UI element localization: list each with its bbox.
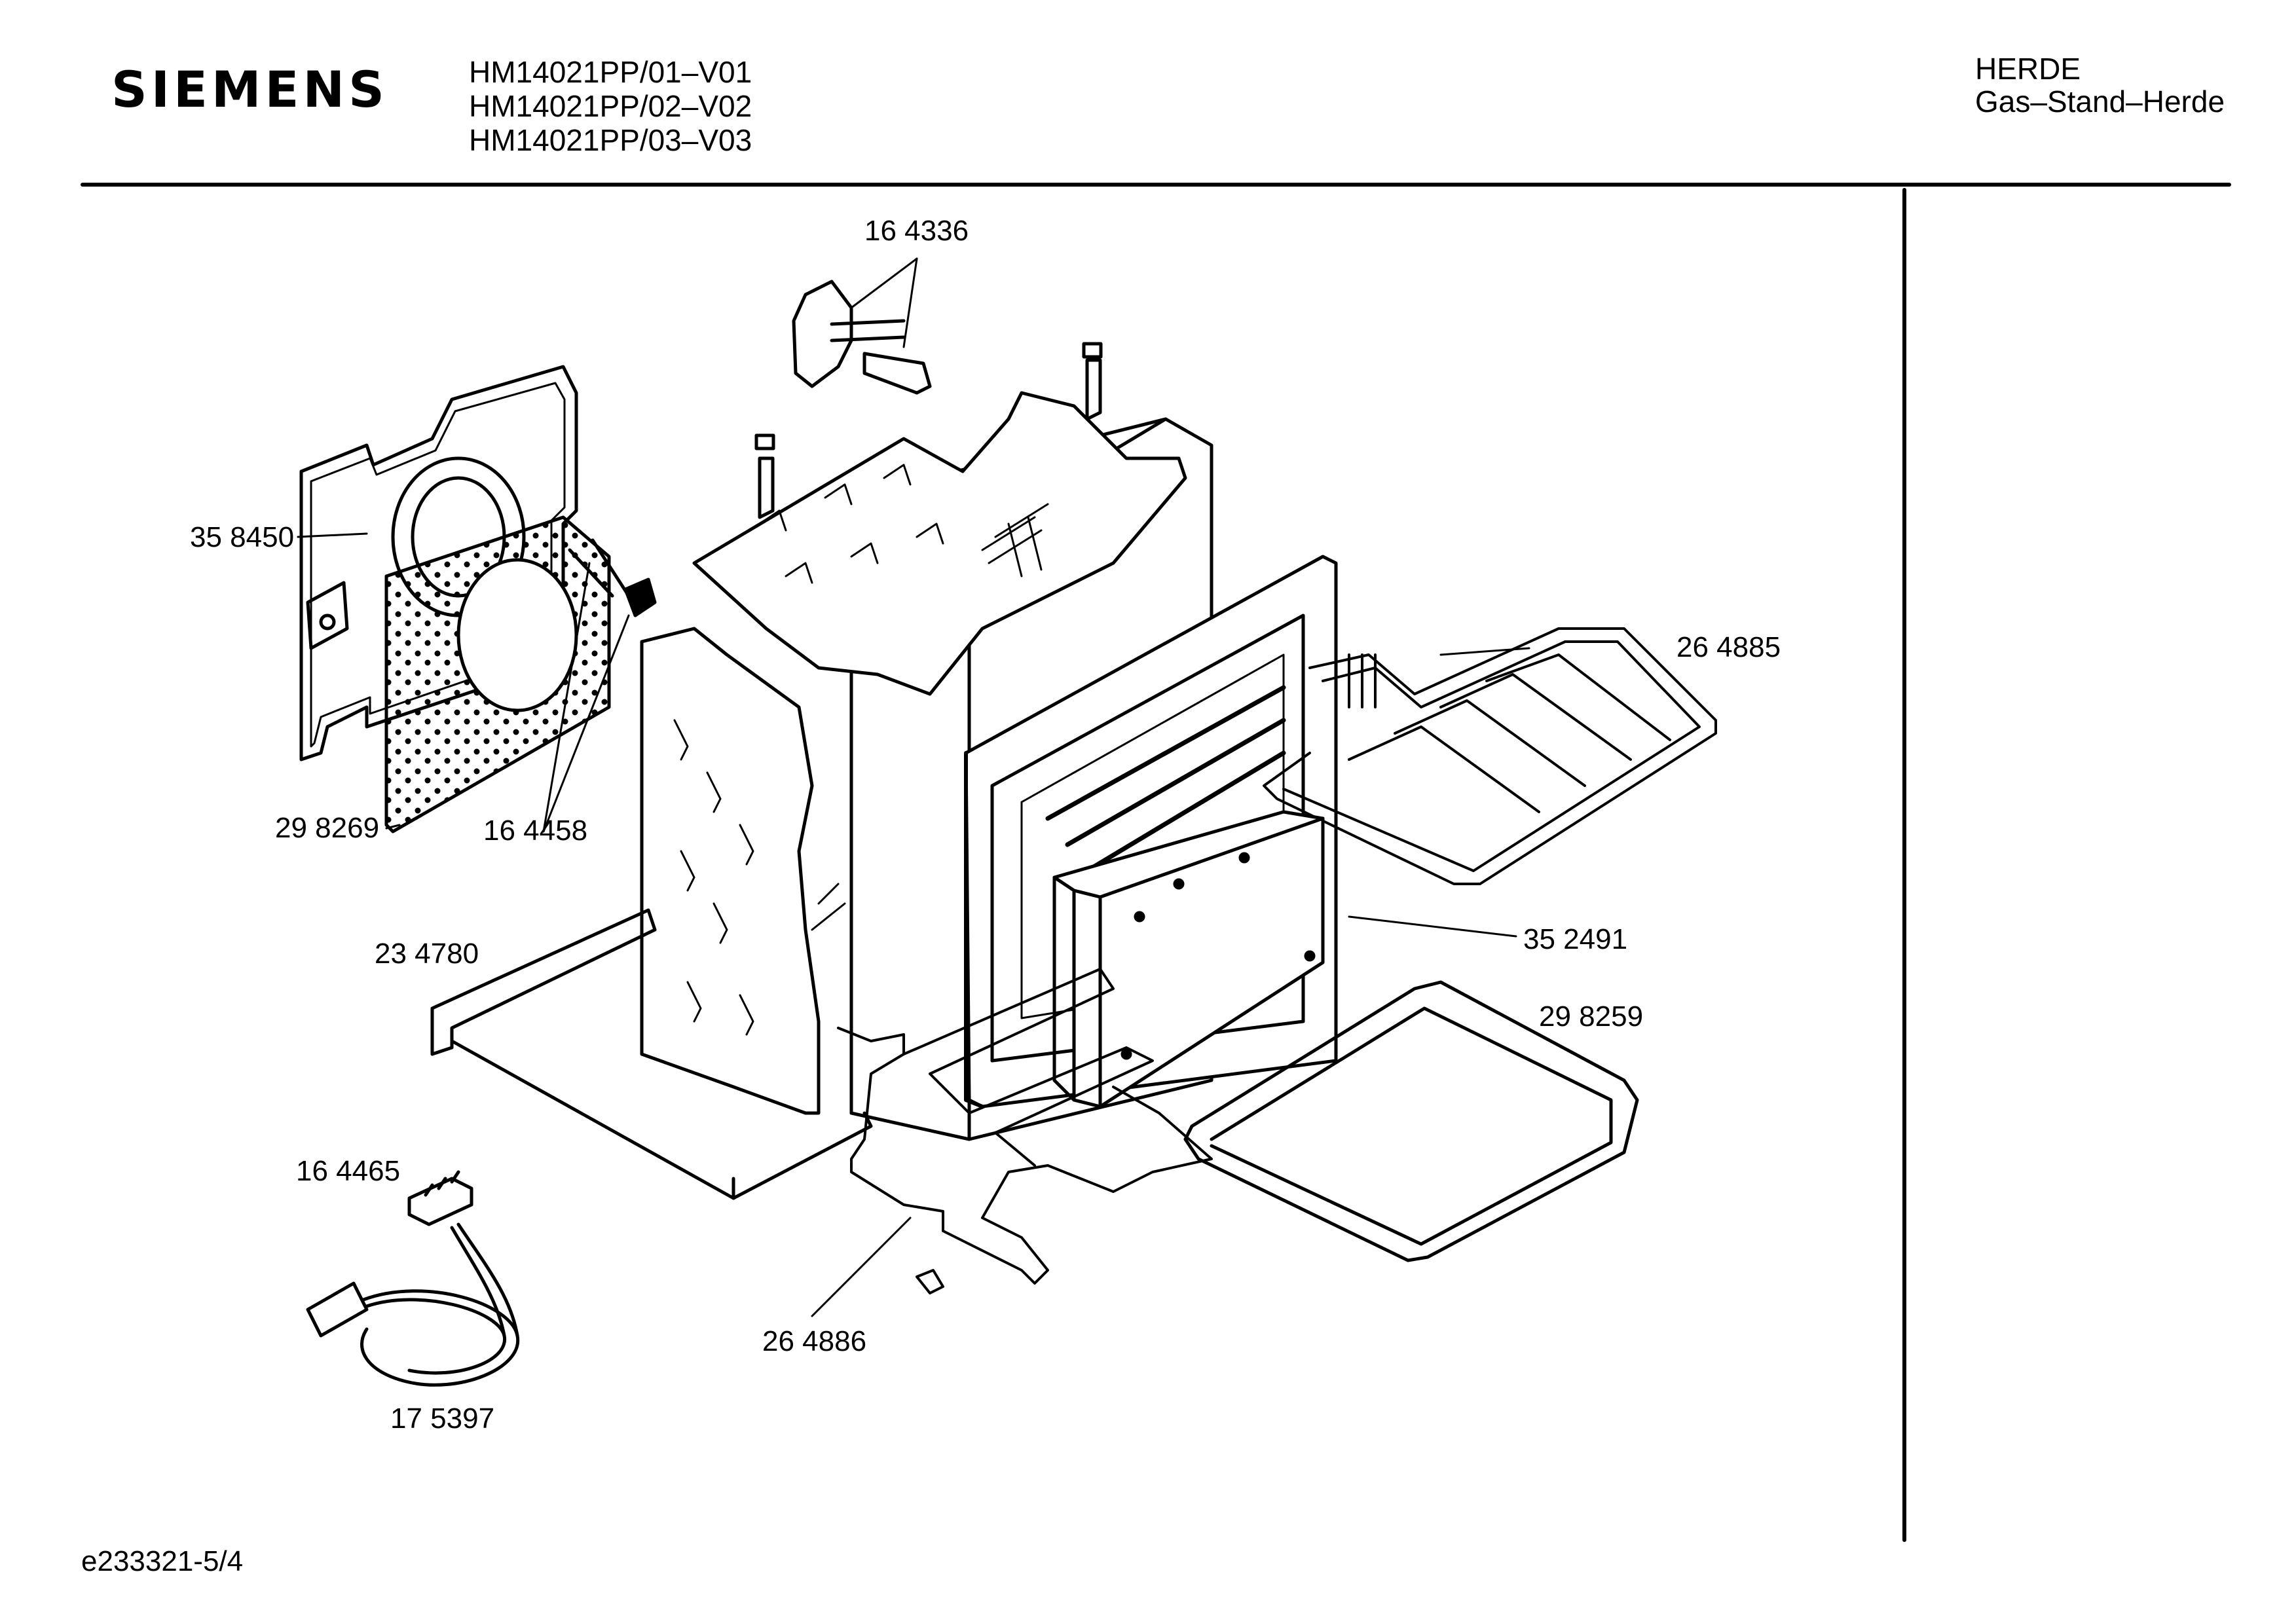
hinge-bracket-drawing — [792, 257, 932, 395]
part-label-298259: 29 8259 — [1539, 1000, 1644, 1033]
drawing-code: e233321-5/4 — [81, 1545, 244, 1577]
model-list: HM14021PP/01–V01 HM14021PP/02–V02 HM1402… — [469, 55, 752, 157]
insulation-mat-drawing — [384, 515, 611, 833]
part-label-175397: 17 5397 — [390, 1402, 495, 1435]
category-block: HERDE Gas–Stand–Herde — [1975, 52, 2225, 118]
part-label-164336: 16 4336 — [864, 215, 969, 247]
part-label-358450: 35 8450 — [190, 521, 295, 553]
category-title: HERDE — [1975, 52, 2081, 86]
part-label-234780: 23 4780 — [375, 938, 479, 970]
insulation-wrap-drawing — [640, 391, 1187, 1115]
model-number: HM14021PP/01–V01 — [469, 55, 752, 89]
bottom-heating-element-drawing — [811, 968, 1213, 1317]
category-subtitle: Gas–Stand–Herde — [1975, 84, 2225, 119]
part-label-298269: 29 8269 — [275, 812, 380, 844]
model-number: HM14021PP/03–V03 — [469, 123, 752, 157]
oven-lamp-drawing — [542, 538, 657, 833]
brand-logo: SIEMENS — [111, 60, 388, 119]
terminal-block-drawing — [407, 1170, 473, 1226]
power-cable-drawing — [306, 1222, 520, 1387]
part-label-264885: 26 4885 — [1676, 631, 1781, 663]
part-label-264886: 26 4886 — [762, 1325, 867, 1357]
top-heating-element-drawing — [1263, 627, 1717, 885]
mounting-tab-drawing — [754, 342, 1103, 519]
model-number: HM14021PP/02–V02 — [469, 89, 752, 123]
baking-tray-drawing — [1183, 980, 1639, 1262]
part-label-164465: 16 4465 — [296, 1155, 401, 1187]
leader-lines — [297, 532, 1530, 938]
part-label-352491: 35 2491 — [1523, 923, 1628, 955]
door-panel-drawing — [1052, 810, 1325, 1108]
part-label-164458: 16 4458 — [483, 815, 588, 847]
